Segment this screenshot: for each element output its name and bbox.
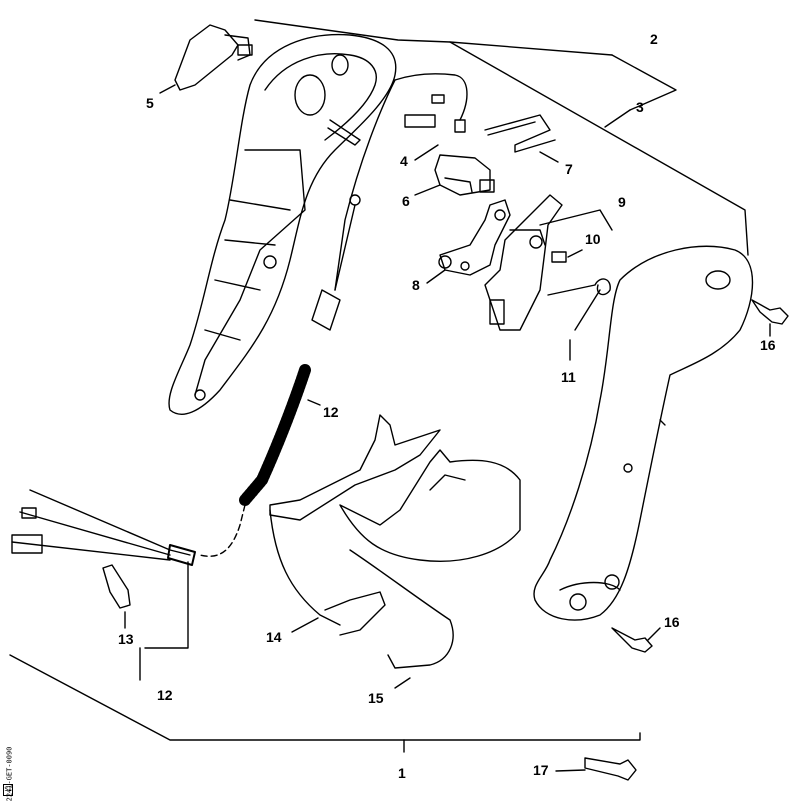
leader-8 <box>426 269 446 284</box>
callout-13: 13 <box>118 631 134 647</box>
leader-16b <box>647 627 661 641</box>
part-14-cover <box>269 414 441 636</box>
leader-4 <box>414 144 439 161</box>
callout-10: 10 <box>585 231 601 247</box>
handle-housing-left <box>168 33 397 415</box>
callout-1: 1 <box>398 765 406 781</box>
leader-14 <box>291 617 319 633</box>
callout-15: 15 <box>368 690 384 706</box>
leader-15 <box>394 677 411 689</box>
assembly-bracket-1 <box>9 654 641 741</box>
callout-16b: 16 <box>664 614 680 630</box>
callout-7: 7 <box>565 161 573 177</box>
callout-14: 14 <box>266 629 282 645</box>
callout-4: 4 <box>400 153 408 169</box>
part-13-bracket <box>102 564 131 629</box>
part-11-spring <box>547 278 611 361</box>
leader-2a <box>449 41 613 56</box>
callout-3: 3 <box>636 99 644 115</box>
leader-7 <box>539 151 559 163</box>
callout-17: 17 <box>533 762 549 778</box>
leader-6 <box>414 184 441 196</box>
callout-12a: 12 <box>323 404 339 420</box>
part-8-lever <box>426 199 511 284</box>
callout-5: 5 <box>146 95 154 111</box>
part-6-switch <box>414 154 495 196</box>
part-15-guard <box>339 449 521 689</box>
callout-16a: 16 <box>760 337 776 353</box>
callout-11: 11 <box>561 369 576 385</box>
part-9-trigger <box>484 194 613 331</box>
leader-9 <box>539 209 613 231</box>
part-7-clip <box>484 114 559 163</box>
drawing-code-mark: S1 <box>3 784 13 796</box>
leader-10 <box>567 249 583 258</box>
part-5-plug <box>159 24 253 94</box>
part-12-cable-assembly <box>11 489 196 681</box>
handle-housing-right <box>533 245 754 621</box>
part-17-screw <box>555 757 637 781</box>
callout-8: 8 <box>412 277 420 293</box>
callout-12b: 12 <box>157 687 173 703</box>
part-16-screw-a <box>751 299 789 337</box>
leader-3 <box>604 109 631 128</box>
part-12-cable <box>199 194 361 557</box>
leader-2-3 <box>611 54 677 111</box>
part-16-screw-b <box>611 627 661 653</box>
leader-12a <box>307 399 321 406</box>
part-4-switch-wire <box>334 73 468 291</box>
part-10-pin <box>551 249 583 263</box>
callout-6: 6 <box>402 193 410 209</box>
callout-2: 2 <box>650 31 658 47</box>
callout-9: 9 <box>618 194 626 210</box>
leader-17 <box>555 769 586 772</box>
leader-5 <box>159 84 176 94</box>
leader-12b <box>144 561 189 649</box>
